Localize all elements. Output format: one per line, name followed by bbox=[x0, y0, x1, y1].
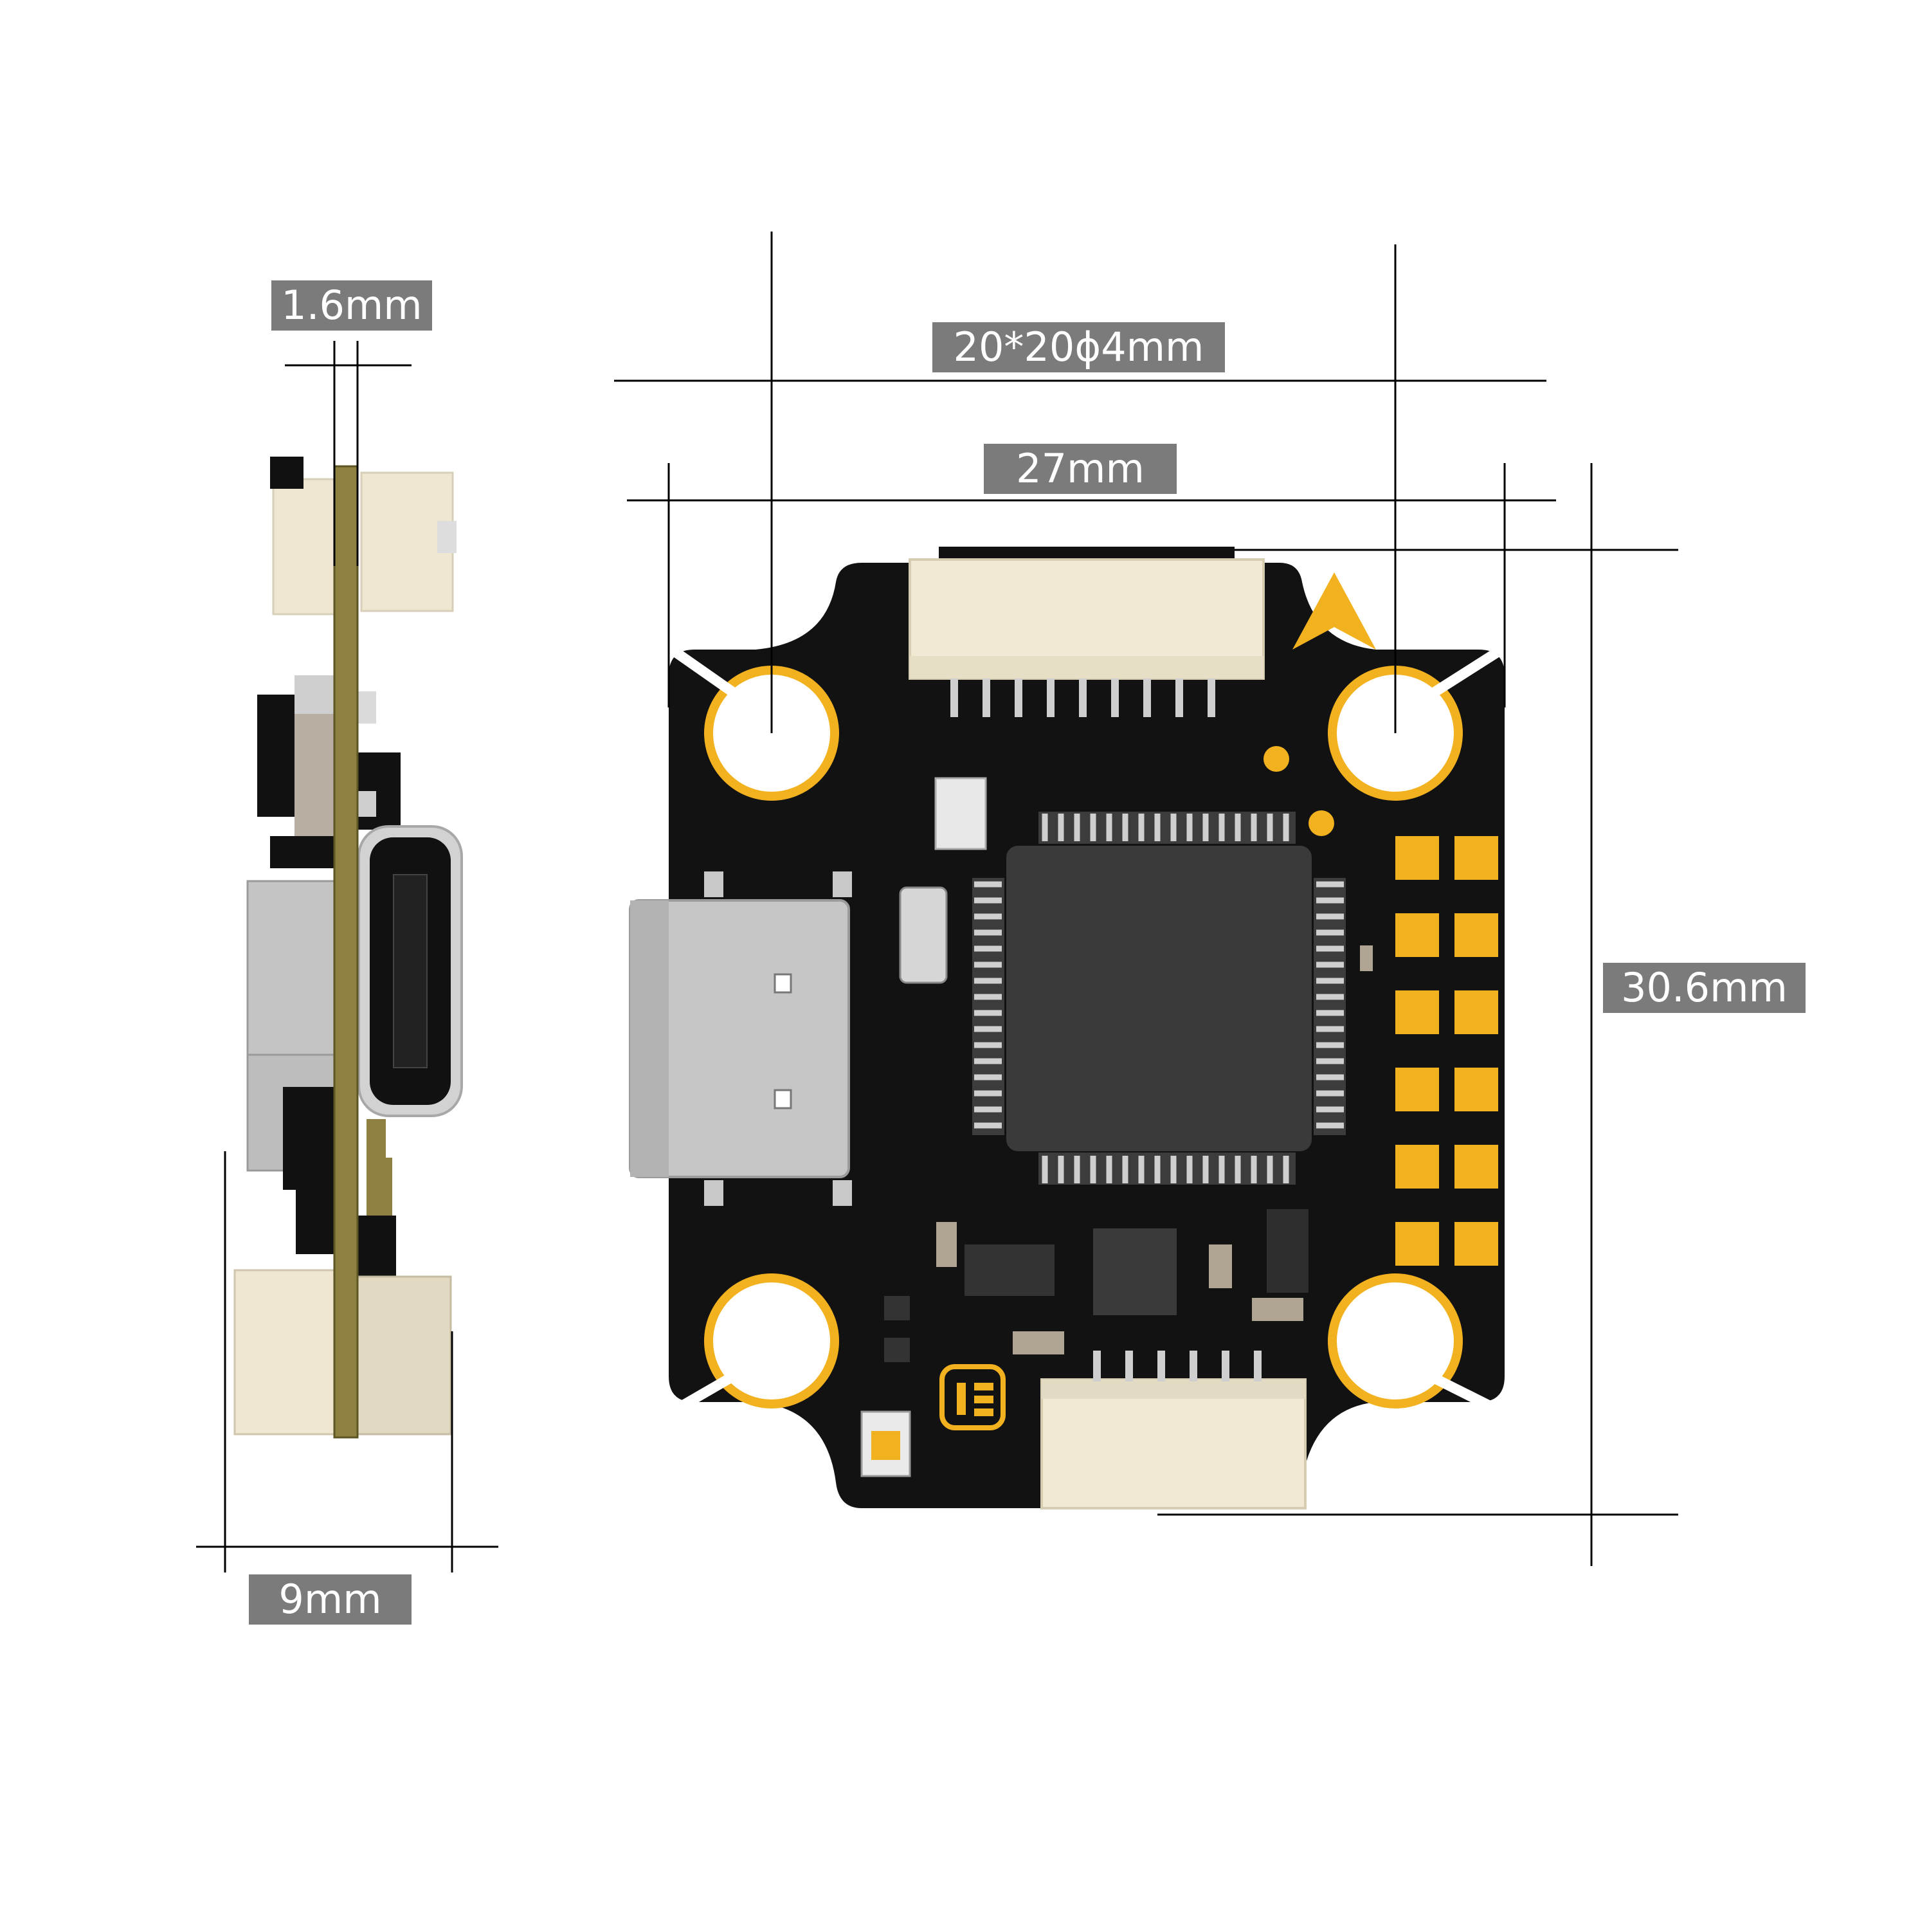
dimension-lines-side bbox=[196, 341, 498, 1572]
width-label: 27mm bbox=[984, 444, 1177, 494]
mounting-label: 20*20ϕ4mm bbox=[932, 322, 1225, 372]
brand-logo bbox=[939, 1364, 1006, 1430]
thickness-label: 1.6mm bbox=[271, 280, 432, 331]
mount-hole-bl bbox=[704, 1273, 839, 1408]
usb-c-port bbox=[629, 871, 852, 1206]
dimension-lines-top bbox=[614, 232, 1678, 1566]
depth-label: 9mm bbox=[249, 1574, 412, 1625]
arrow-logo bbox=[1292, 572, 1376, 650]
mount-hole-br bbox=[1328, 1273, 1463, 1408]
solder-pads bbox=[1395, 836, 1498, 1266]
mcu-chip bbox=[972, 812, 1346, 1185]
height-label: 30.6mm bbox=[1603, 963, 1806, 1013]
board-top-view bbox=[629, 547, 1505, 1509]
board-side-view bbox=[233, 457, 463, 1439]
